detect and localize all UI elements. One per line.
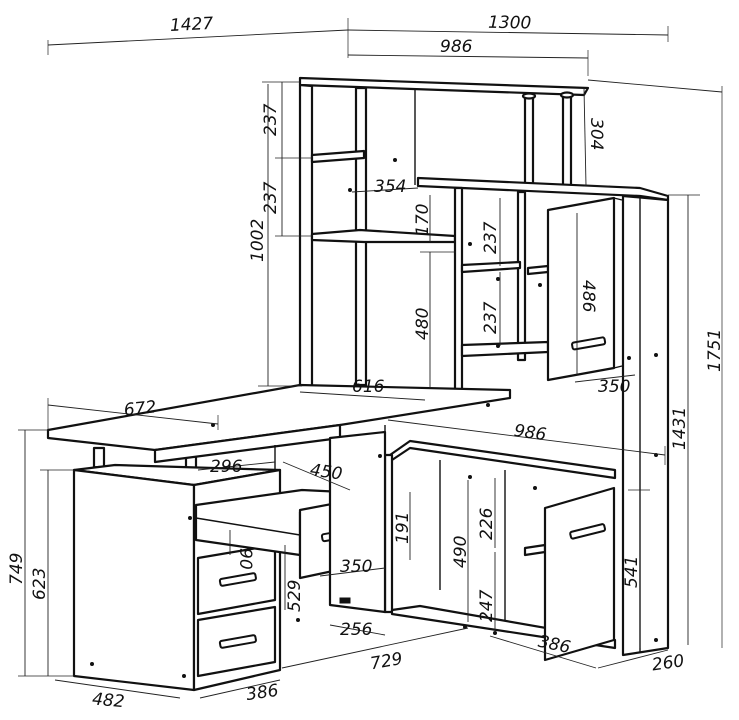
upper-shelf-unit: [298, 76, 670, 657]
dim-drawer-front-width: 350: [340, 557, 372, 577]
dim-drawer-inset: 296: [210, 457, 243, 477]
lower-shelf-top: [388, 439, 617, 480]
dim-right-shelf-lower: 237: [481, 301, 501, 334]
dim-desk-depth: 672: [123, 397, 157, 420]
upper-left-side: [298, 83, 314, 390]
right-shelf-2: [460, 340, 550, 358]
pedestal: [72, 463, 387, 692]
dim-unit-depth: 260: [651, 651, 686, 675]
pedestal-side: [72, 468, 196, 692]
right-shelf-1: [460, 260, 522, 274]
dim-total-right-width: 1300: [488, 13, 532, 34]
dim-second-shelf-height: 237: [261, 181, 281, 214]
dim-pedestal-depth: 386: [245, 681, 280, 705]
lower-inner-shelf: [523, 543, 547, 557]
top-board: [298, 76, 590, 97]
dim-bottom-cavity-height: 529: [285, 580, 305, 612]
lower-cabinet: [328, 430, 617, 662]
dim-upper-section-height: 304: [586, 118, 606, 150]
dimension-labels: 1427 1300 986 237 304 237 354 170 1002 2…: [7, 13, 725, 713]
dim-drawer-depth: 90: [235, 548, 255, 570]
dim-lower-door-height: 541: [622, 556, 642, 588]
shelf-2: [310, 228, 457, 244]
shelf-1: [310, 149, 366, 164]
dim-drawer-face-height: 191: [393, 512, 413, 544]
dim-door-width: 350: [598, 377, 630, 397]
screw-holes: [90, 158, 658, 678]
right-tall-side: [621, 194, 670, 657]
dim-right-shelf-upper: 237: [481, 221, 501, 254]
dim-middle-niche-height: 480: [413, 308, 433, 340]
dim-total-height: 1751: [705, 329, 725, 372]
dim-right-desk-width: 986: [513, 421, 548, 445]
dim-upper-unit-height: 1002: [248, 219, 268, 262]
dim-pedestal-width: 482: [91, 689, 125, 712]
dim-side-height: 1431: [670, 407, 690, 450]
top-post-1: [523, 94, 535, 188]
dim-total-left-width: 1427: [170, 14, 214, 36]
right-section-post-1: [453, 186, 464, 397]
right-section-post-2: [516, 190, 527, 362]
top-post-2: [561, 93, 573, 188]
dimension-lines: [18, 18, 723, 699]
desk-end-panel: [328, 430, 387, 614]
dim-right-upper-width: 986: [440, 37, 473, 57]
dim-niche-width: 354: [374, 177, 406, 197]
right-shelf-3: [526, 264, 550, 276]
dim-desk-height: 749: [7, 553, 27, 585]
dim-inner-width: 616: [352, 377, 385, 397]
dim-lower-cabinet-height: 490: [451, 536, 471, 568]
dim-lower-shelf-height: 226: [477, 507, 497, 540]
dim-door-height: 486: [578, 280, 598, 313]
dim-drawer-offset: 256: [340, 620, 373, 640]
dim-pedestal-height: 623: [30, 568, 50, 600]
dim-drawer-width: 450: [309, 460, 344, 484]
dim-base-shelf-height: 247: [477, 589, 497, 622]
dim-small-gap: 170: [413, 204, 433, 236]
dim-under-desk-width: 729: [369, 649, 404, 674]
dim-top-shelf-height: 237: [261, 103, 281, 136]
